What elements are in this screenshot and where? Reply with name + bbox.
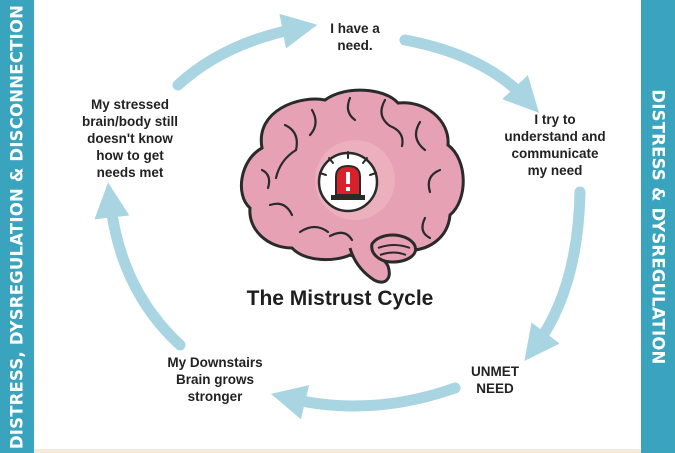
curved-arrow-icon xyxy=(399,34,540,113)
bottom-border xyxy=(34,449,641,453)
curved-arrow-icon xyxy=(270,382,461,420)
cycle-step-unmet-need: UNMET NEED xyxy=(471,364,519,396)
right-side-banner: DISTRESS & DYSREGULATION xyxy=(641,0,675,453)
cycle-step-stressed-brain: My stressed brain/body still doesn't kno… xyxy=(81,97,178,180)
curved-arrow-icon xyxy=(524,186,586,362)
diagram-title: The Mistrust Cycle xyxy=(246,287,434,310)
left-side-banner: DISTRESS, DYSREGULATION & DISCONNECTION xyxy=(0,0,34,453)
cycle-step-communicate: I try to understand and communicate my n… xyxy=(504,112,606,178)
curved-arrow-icon xyxy=(172,13,318,91)
alarm-siren-icon xyxy=(317,151,379,213)
curved-arrow-icon xyxy=(94,182,186,351)
cycle-step-need: I have a need. xyxy=(330,21,380,53)
cycle-step-downstairs-brain: My Downstairs Brain grows stronger xyxy=(167,355,263,404)
